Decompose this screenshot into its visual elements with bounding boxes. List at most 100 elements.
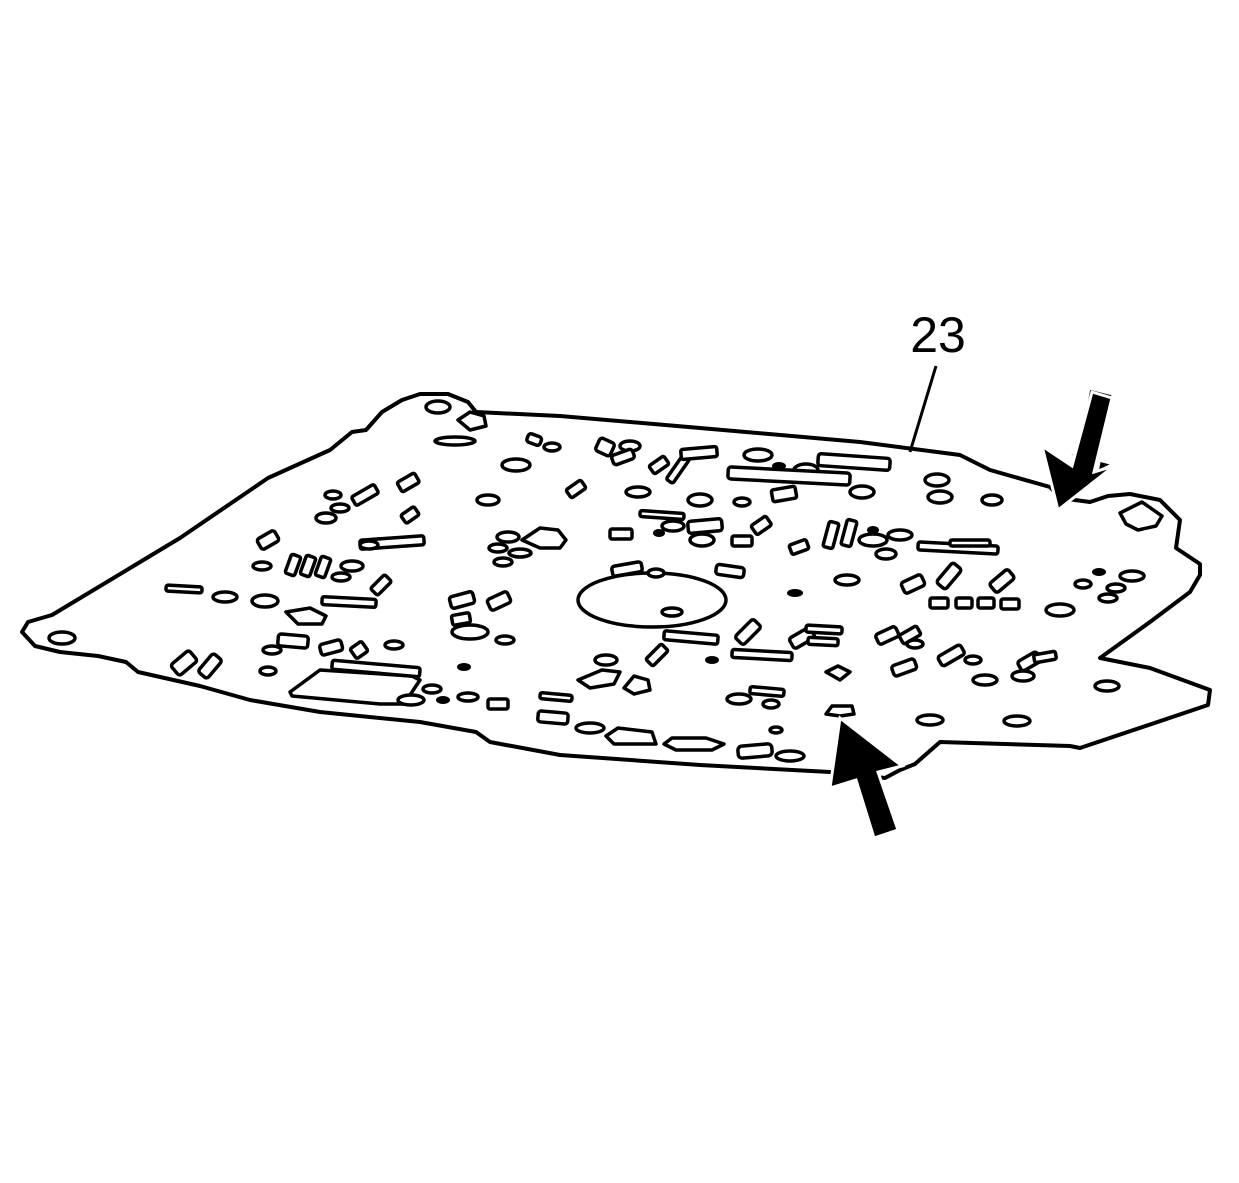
plate-hole [714, 562, 746, 580]
plate-hole [821, 519, 841, 551]
plate-hole [383, 639, 405, 651]
plate-hole [1044, 602, 1076, 618]
plate-hole [874, 547, 898, 561]
mounting-hole [1118, 500, 1164, 532]
plate-hole [487, 542, 509, 554]
plate-hole [749, 514, 773, 537]
plate-hole [732, 496, 752, 508]
plate-hole [339, 559, 365, 573]
plate-hole [574, 721, 606, 735]
plate-hole [999, 597, 1021, 611]
plate-hole [923, 472, 951, 488]
plate-hole [593, 653, 619, 667]
arrow-up-left-icon [828, 715, 906, 840]
plate-hole [450, 623, 490, 641]
plate-hole [564, 478, 588, 500]
plate-hole [816, 451, 892, 473]
plate-hole [905, 638, 925, 650]
plate-hole [857, 532, 889, 548]
plate-hole [867, 526, 879, 534]
plate-hole [329, 502, 351, 514]
plate-hole [662, 736, 726, 752]
plate-hole [494, 634, 516, 646]
plate-hole [485, 590, 513, 612]
plate-hole [806, 635, 840, 648]
plate-hole [839, 517, 859, 549]
plate-hole [686, 517, 724, 535]
plate-hole [169, 649, 199, 677]
plate-hole [886, 528, 914, 542]
plate-hole [525, 432, 544, 448]
plate-hole [486, 697, 510, 711]
plate-hole [954, 596, 974, 610]
plate-hole [769, 484, 799, 504]
plate-hole [538, 691, 574, 703]
plate-hole [492, 556, 514, 568]
plate-hole [211, 590, 239, 604]
plate-hole [358, 539, 380, 551]
plate-hole [936, 643, 966, 668]
plate-hole [320, 594, 378, 610]
plate-hole [899, 573, 927, 595]
plate-hole [1092, 568, 1106, 576]
plate-hole [456, 691, 480, 703]
mounting-hole [456, 410, 488, 432]
plate-hole [298, 553, 318, 579]
plate-hole [610, 560, 644, 578]
plate-hole [890, 657, 919, 678]
plate-hole [662, 629, 720, 646]
plate-hole [928, 596, 950, 610]
plate-hole [421, 683, 443, 695]
plate-hole [730, 534, 754, 548]
mounting-hole [424, 399, 452, 415]
plate-hole [748, 684, 786, 699]
plate-hole [833, 573, 861, 587]
plate-hole [318, 638, 345, 657]
plate-hole [824, 704, 856, 718]
plate-hole [1118, 569, 1146, 583]
plate-hole [284, 606, 328, 626]
plate-hole [1032, 649, 1058, 665]
plate-hole [686, 492, 714, 508]
plate-hole [988, 568, 1016, 594]
plate-hole [261, 644, 283, 656]
plate-hole-solid [787, 589, 803, 597]
plate-hole [433, 435, 477, 447]
plate-hole [768, 725, 784, 735]
plate-hole [395, 471, 421, 494]
plate-hole [396, 693, 426, 707]
plate-hole [646, 567, 666, 579]
plate-hole [653, 529, 665, 537]
plate-hole [250, 593, 280, 609]
callout-label: 23 [910, 307, 966, 363]
plate-hole [935, 561, 963, 591]
plate-hole-solid [457, 663, 471, 671]
central-bore-hole [576, 571, 728, 629]
plate-hole [350, 483, 380, 507]
callout-leader-line [908, 365, 938, 453]
plate-hole [323, 489, 343, 501]
plate-hole [604, 726, 658, 746]
plate-hole-solid [436, 696, 450, 704]
plate-hole [622, 674, 652, 696]
plate-hole [197, 652, 223, 680]
plate-hole [948, 538, 992, 548]
plate-hole [804, 623, 844, 636]
plate-hole [734, 618, 762, 646]
plate-hole [848, 484, 876, 500]
plate-hole [660, 519, 686, 533]
plate-hole [399, 505, 421, 525]
plate-hole [915, 713, 945, 727]
plate-hole [624, 485, 652, 499]
plate-hole [926, 489, 954, 505]
plate-hole [313, 554, 333, 580]
plate-hole [761, 698, 781, 710]
plate-hole [258, 665, 278, 677]
plate-hole [638, 508, 686, 522]
plate-hole [742, 447, 774, 463]
plate-hole [874, 625, 901, 646]
plate-hole [1097, 592, 1119, 604]
plate-hole [495, 530, 521, 544]
plate-hole [594, 436, 616, 458]
plate-hole [255, 529, 281, 551]
